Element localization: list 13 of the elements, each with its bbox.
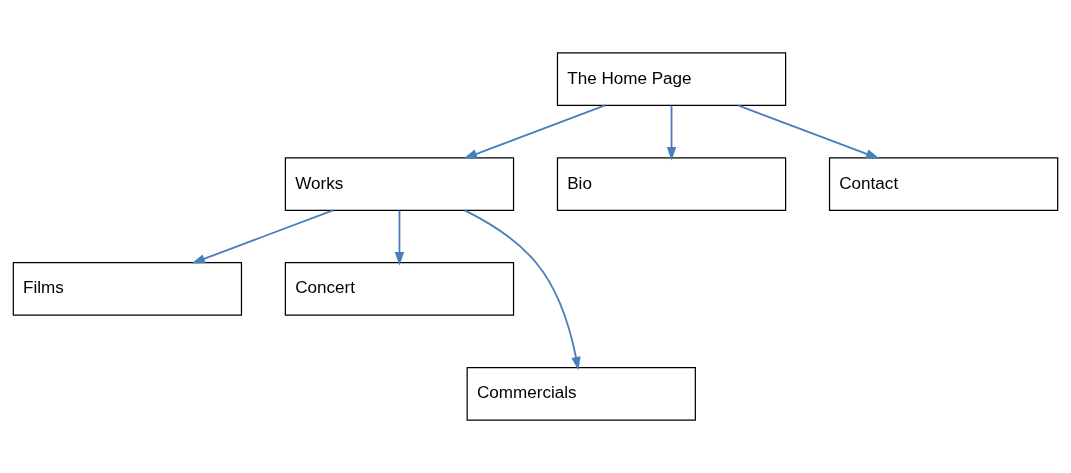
node-box: Commercials [466, 367, 696, 421]
node-box: Bio [556, 157, 787, 211]
arrow [666, 104, 677, 161]
arrow [463, 104, 606, 159]
node-box: Works [284, 157, 515, 211]
node-box: Concert [284, 262, 515, 316]
node-box: The Home Page [556, 52, 787, 106]
node-box: Films [12, 262, 243, 316]
arrow [463, 209, 581, 371]
arrow [191, 209, 334, 264]
arrow [394, 209, 405, 266]
arrow [737, 104, 880, 159]
node-box: Contact [828, 157, 1059, 211]
